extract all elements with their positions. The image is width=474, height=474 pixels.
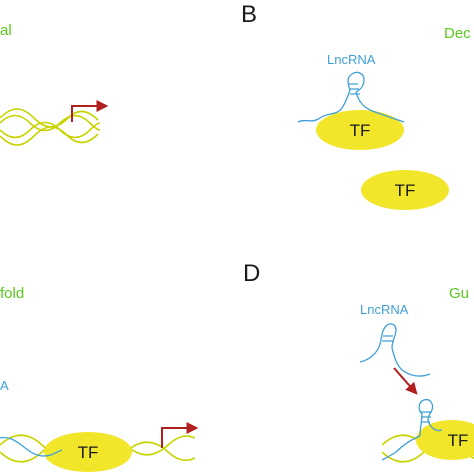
panel-c-lncrna-label: A [0,378,9,393]
lncrna-strand-b [297,71,405,123]
panel-b-title: Dec [444,25,471,42]
panel-a-title: al [0,22,12,39]
lncrna-strand-c [0,436,63,457]
panel-d-title: Gu [449,285,469,302]
tf-ellipse-b2 [361,170,449,210]
lncrna-free-d [359,323,431,377]
tf-ellipse-c [44,432,132,472]
panel-c-title: fold [0,285,24,302]
panel-b-tf-label-1: TF [350,121,371,140]
transcription-start-arrow-c [161,422,199,448]
panel-d-tf-label: TF [448,431,469,450]
transcription-start-arrow-a [71,100,109,122]
panel-d-letter: D [243,260,260,287]
lncrna-bound-d [381,398,443,461]
tf-ellipse-d [416,420,474,460]
panel-b: B Dec LncRNA TF TF [241,1,471,210]
panel-a: al [0,22,109,146]
panel-d-lncrna-label: LncRNA [360,302,409,317]
panel-b-tf-label-2: TF [395,181,416,200]
panel-d: D Gu LncRNA TF [243,260,474,463]
tf-ellipse-b1 [316,110,404,150]
dna-helix-a [0,108,101,146]
panel-c: fold A TF [0,285,199,472]
panel-b-lncrna-label: LncRNA [327,52,376,67]
panel-b-letter: B [241,1,257,28]
recruitment-arrow-d [393,367,418,395]
panel-c-tf-label: TF [78,443,99,462]
